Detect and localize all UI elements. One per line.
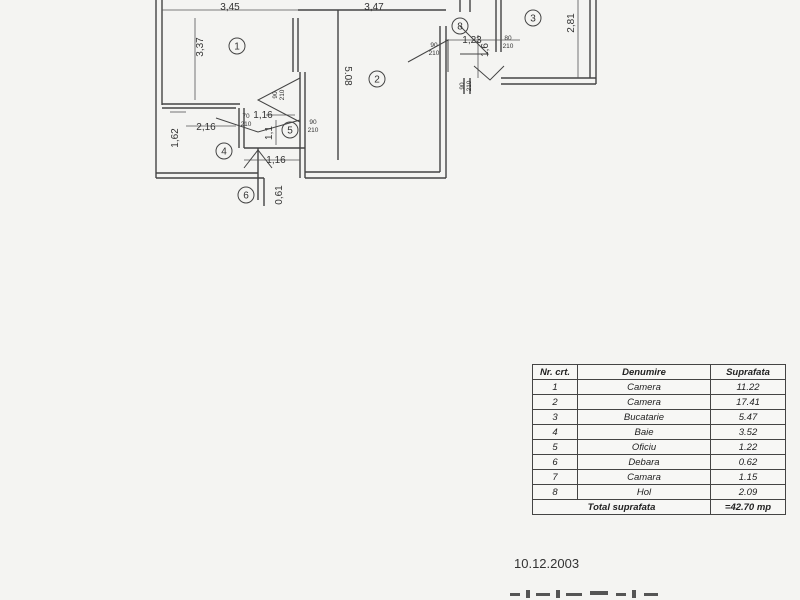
room-number-2: 2	[374, 75, 380, 86]
stamp-partial	[510, 590, 658, 598]
table-header-row: Nr. crt. Denumire Suprafata	[532, 364, 786, 380]
row-name: Baie	[577, 424, 711, 440]
door-label-90-210-a: 90 210	[272, 89, 286, 100]
dim-room3-height: 2,81	[566, 13, 577, 33]
svg-text:210: 210	[241, 121, 252, 128]
row-area: 1.22	[710, 439, 786, 455]
table-row: 7 Camara 1.15	[532, 469, 786, 485]
total-label: Total suprafata	[532, 499, 711, 515]
row-name: Camera	[577, 379, 711, 395]
svg-text:210: 210	[466, 80, 473, 91]
row-area: 3.52	[710, 424, 786, 440]
row-area: 17.41	[710, 394, 786, 410]
table-row: 6 Debara 0.62	[532, 454, 786, 470]
row-number: 1	[532, 379, 578, 395]
svg-text:210: 210	[308, 127, 319, 134]
row-area: 0.62	[710, 454, 786, 470]
dim-room1-height: 3,37	[195, 37, 206, 57]
table-row: 3 Bucatarie 5.47	[532, 409, 786, 425]
dim-room4-height: 1,62	[170, 128, 181, 148]
row-number: 5	[532, 439, 578, 455]
table-row: 4 Baie 3.52	[532, 424, 786, 440]
row-number: 7	[532, 469, 578, 485]
document-date: 10.12.2003	[514, 556, 580, 571]
row-name: Hol	[577, 484, 711, 500]
dim-oficiu-width: 1,16	[253, 110, 273, 121]
total-value: =42.70 mp	[710, 499, 786, 515]
door-label-90-210-c: 90 210	[429, 42, 440, 57]
svg-text:90: 90	[309, 119, 317, 126]
door-label-90-210-d: 90 210	[459, 80, 473, 91]
door-label-90-210-b: 90 210	[308, 119, 319, 134]
total-row: Total suprafata =42.70 mp	[532, 499, 786, 515]
svg-text:210: 210	[503, 43, 514, 50]
row-number: 6	[532, 454, 578, 470]
room-number-8: 8	[457, 22, 463, 33]
row-name: Camara	[577, 469, 711, 485]
room-number-3: 3	[530, 14, 536, 25]
room-number-1: 1	[234, 42, 240, 53]
room-number-6: 6	[243, 191, 249, 202]
svg-text:90: 90	[459, 82, 466, 90]
dim-oficiu-height: 1,1	[264, 126, 275, 140]
svg-text:210: 210	[279, 89, 286, 100]
svg-text:90: 90	[430, 42, 438, 49]
row-number: 8	[532, 484, 578, 500]
svg-text:210: 210	[429, 50, 440, 57]
dim-room4-width: 2,16	[196, 122, 216, 133]
row-area: 5.47	[710, 409, 786, 425]
dim-hol-depth: 1,6	[480, 43, 491, 57]
dim-top-left-width: 3,45	[220, 2, 240, 13]
row-number: 2	[532, 394, 578, 410]
table-row: 8 Hol 2.09	[532, 484, 786, 500]
door-label-70-210: 70 210	[241, 113, 252, 128]
dim-room2-height: 5.08	[342, 66, 353, 86]
header-nr-crt: Nr. crt.	[532, 364, 578, 380]
svg-text:80: 80	[504, 35, 512, 42]
svg-text:90: 90	[272, 91, 279, 99]
table-row: 1 Camera 11.22	[532, 379, 786, 395]
table-row: 5 Oficiu 1.22	[532, 439, 786, 455]
row-name: Bucatarie	[577, 409, 711, 425]
dim-hol-width: 1,23	[462, 35, 482, 46]
dim-bottom-width: 1,16	[266, 155, 286, 166]
dim-debara-depth: 0,61	[274, 185, 285, 205]
room-number-5: 5	[287, 126, 293, 137]
table-row: 2 Camera 17.41	[532, 394, 786, 410]
row-name: Debara	[577, 454, 711, 470]
dim-top-mid-width: 3,47	[364, 2, 384, 13]
door-label-80-210: 80 210	[503, 35, 514, 50]
room-number-4: 4	[221, 147, 227, 158]
header-suprafata: Suprafata	[710, 364, 786, 380]
area-table: Nr. crt. Denumire Suprafata 1 Camera 11.…	[532, 364, 786, 515]
svg-text:70: 70	[242, 113, 250, 120]
row-area: 11.22	[710, 379, 786, 395]
row-name: Oficiu	[577, 439, 711, 455]
row-name: Camera	[577, 394, 711, 410]
row-number: 3	[532, 409, 578, 425]
header-denumire: Denumire	[577, 364, 711, 380]
row-number: 4	[532, 424, 578, 440]
row-area: 2.09	[710, 484, 786, 500]
row-area: 1.15	[710, 469, 786, 485]
